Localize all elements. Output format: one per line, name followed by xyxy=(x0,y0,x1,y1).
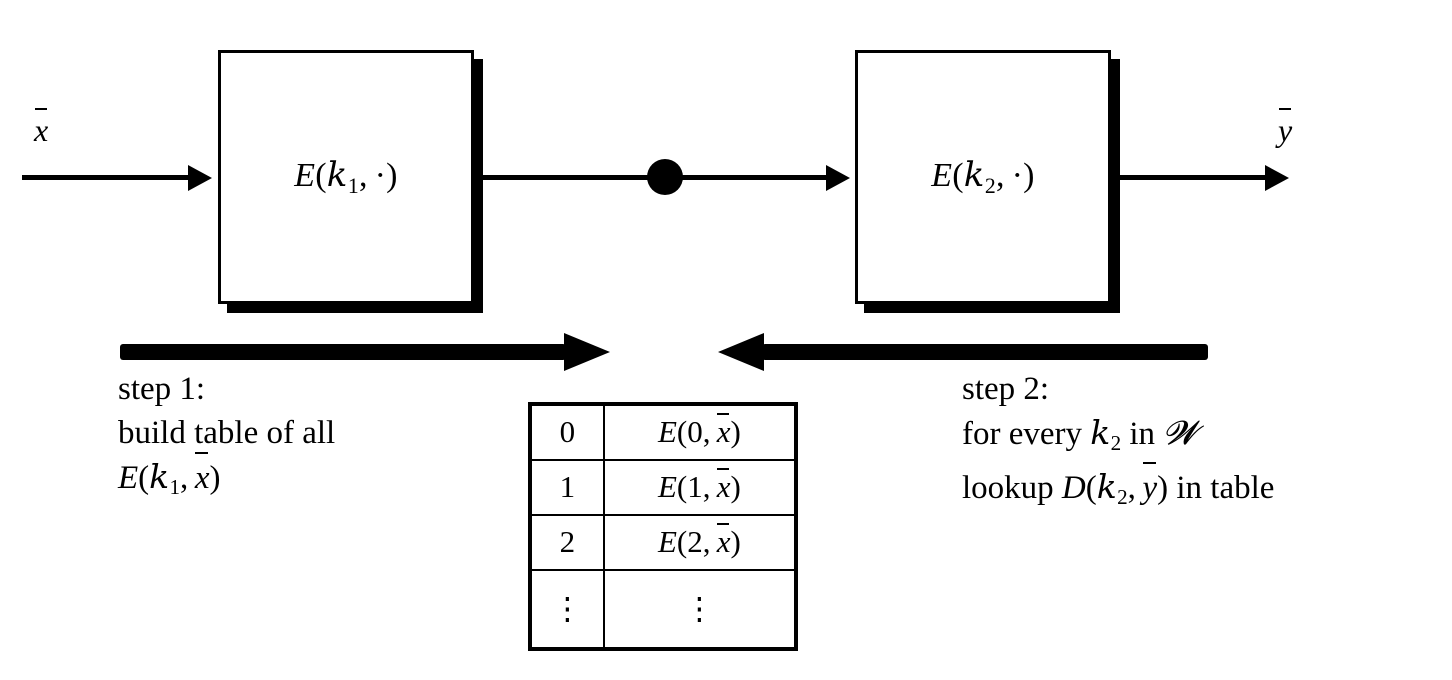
step-2-line-2: lookup D(k2, y) in table xyxy=(962,461,1275,509)
output-signal-label: y xyxy=(1278,108,1293,149)
output-arrowhead-icon xyxy=(1265,164,1289,191)
cipher-block-1-label: E(k1, ·) xyxy=(294,155,398,198)
intermediate-junction-dot-icon xyxy=(647,159,683,195)
table-cell-value: E(2, x) xyxy=(602,514,798,571)
step-1-arrow-shaft xyxy=(120,344,566,360)
step-2-arrowhead xyxy=(718,333,764,371)
table-cell-key: 2 xyxy=(529,514,605,571)
y-bar-glyph: y xyxy=(1278,108,1293,148)
table-cell-key: 1 xyxy=(529,459,605,516)
step-1-line-2: E(k1, x) xyxy=(118,452,221,499)
table-cell-value: E(0, x) xyxy=(602,403,798,461)
step-2-caption: step 2: for every k2 in 𝓦 lookup D(k2, y… xyxy=(962,367,1274,519)
table-row[interactable]: 1 E(1, x) xyxy=(529,459,798,516)
step-1-line-1: build table of all xyxy=(118,415,336,451)
step-1-arrow-icon xyxy=(120,333,610,371)
cipher-block-2[interactable]: E(k2, ·) xyxy=(855,50,1111,304)
step-2-line-1: for every k2 in 𝓦 xyxy=(962,413,1199,455)
input-wire xyxy=(22,175,194,180)
table-row[interactable]: 2 E(2, x) xyxy=(529,514,798,571)
table-cell-key: 0 xyxy=(529,403,605,461)
step-1-heading: step 1: xyxy=(118,371,206,407)
input-arrowhead-icon xyxy=(188,164,212,191)
cipher-block-1[interactable]: E(k1, ·) xyxy=(218,50,474,304)
step-2-heading: step 2: xyxy=(962,371,1050,407)
step-1-caption: step 1: build table of all E(k1, x) xyxy=(118,367,335,509)
table-cell-value: E(1, x) xyxy=(602,459,798,516)
output-wire xyxy=(1111,175,1270,180)
table-cell-key-ellipsis: ⋮ xyxy=(529,569,605,650)
lookup-table[interactable]: 0 E(0, x) 1 E(1, x) 2 E(2, x) ⋮ ⋮ xyxy=(528,402,798,651)
x-bar-glyph: x xyxy=(34,108,49,148)
cipher-block-2-label: E(k2, ·) xyxy=(931,155,1035,198)
step-2-arrow-icon xyxy=(718,333,1208,371)
table-row[interactable]: 0 E(0, x) xyxy=(529,403,798,461)
input-signal-label: x xyxy=(34,108,49,149)
table-row: ⋮ ⋮ xyxy=(529,569,798,650)
table-cell-value-ellipsis: ⋮ xyxy=(602,569,798,650)
step-2-arrow-shaft xyxy=(762,344,1208,360)
cipher-2-input-arrowhead-icon xyxy=(826,164,850,191)
step-1-arrowhead xyxy=(564,333,610,371)
